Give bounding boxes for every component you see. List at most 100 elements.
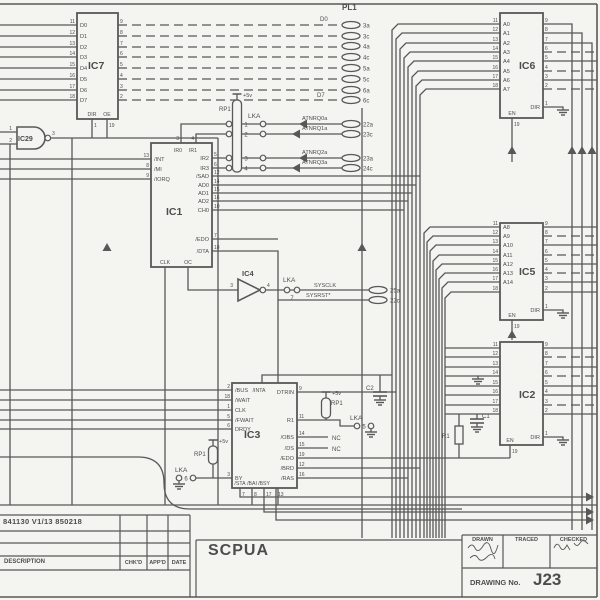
pad-number: 22a xyxy=(363,123,374,129)
pin-number: 15 xyxy=(214,187,220,193)
pin-label: /INTA xyxy=(253,388,266,394)
frame-outline xyxy=(0,456,462,510)
pin-label: A2 xyxy=(503,41,510,47)
wire xyxy=(438,272,500,538)
pin-number: 1 xyxy=(545,431,548,437)
pin-number: 3 xyxy=(176,136,179,142)
pin-number: 17 xyxy=(492,74,498,80)
pin-number: 14 xyxy=(492,46,498,52)
jumper-number: 5 xyxy=(362,425,366,431)
bus-arrow-icon xyxy=(357,243,367,251)
wire xyxy=(275,488,590,521)
bus-arrow-icon xyxy=(577,146,587,154)
pin-label: A9 xyxy=(503,234,510,240)
pin-number: 4 xyxy=(191,136,194,142)
pin-number: 13 xyxy=(492,37,498,43)
pad-number: 22c xyxy=(390,299,400,305)
pin-number: 1 xyxy=(227,404,230,410)
jumper-number: 2 xyxy=(244,133,248,139)
pin-number: 16 xyxy=(492,267,498,273)
jumper-pin xyxy=(225,164,233,172)
pin-number: 5 xyxy=(545,258,548,264)
pin-number: 6 xyxy=(545,46,548,52)
jumper-pin xyxy=(353,422,361,430)
pin-label: D7 xyxy=(80,98,87,104)
pin-label: A8 xyxy=(503,225,510,231)
pin-label: A7 xyxy=(503,87,510,93)
pin-number: 5 xyxy=(545,380,548,386)
pin-number: 6 xyxy=(214,162,217,168)
pad-number: 3c xyxy=(363,35,369,41)
pin-label: AD1 xyxy=(198,191,209,197)
pin-number: 14 xyxy=(492,370,498,376)
connector-pad xyxy=(341,52,361,62)
description-header: DESCRIPTION xyxy=(4,559,46,565)
connector-pad xyxy=(341,41,361,51)
jumper-pin xyxy=(225,120,233,128)
pin-number: 12 xyxy=(492,230,498,236)
wire xyxy=(407,60,500,538)
pin-label: /OBS xyxy=(281,435,295,441)
bus-arrow-icon xyxy=(292,129,300,139)
power-label: +5v xyxy=(219,439,228,445)
pin-label: /INT xyxy=(154,157,165,163)
pin-number: 18 xyxy=(492,286,498,292)
pin-number: 8 xyxy=(120,30,123,36)
pin-label: /BUS xyxy=(235,388,248,394)
gate-label: IC4 xyxy=(242,269,255,278)
pin-number: 19 xyxy=(514,324,520,330)
pin-number: 12 xyxy=(214,170,220,176)
pin-number: 8 xyxy=(545,351,548,357)
pin-number: 3 xyxy=(120,84,123,90)
wire xyxy=(444,291,500,538)
power-label: +5v xyxy=(243,93,252,99)
pin-label: A11 xyxy=(503,253,513,259)
pin-label: /EDO xyxy=(195,237,209,243)
pad-number: 24c xyxy=(363,167,373,173)
pin-label: BY xyxy=(235,476,243,482)
sheet-title: SCPUA xyxy=(208,542,270,559)
pin-number: 4 xyxy=(545,389,548,395)
jumper-pin xyxy=(189,474,197,482)
pad-number: 6c xyxy=(363,99,369,105)
connector-pad xyxy=(341,153,361,163)
bus-arrow-icon xyxy=(567,146,577,154)
net-label: LKA xyxy=(248,113,261,120)
pin-number: 6 xyxy=(227,423,230,429)
pin-number: 6 xyxy=(545,370,548,376)
bus-arrow-icon xyxy=(586,515,594,525)
bus-arrow-icon xyxy=(299,153,307,163)
pad-number: 25a xyxy=(390,289,401,295)
net-label: PL1 xyxy=(342,3,357,12)
ic-ic1-label: IC1 xyxy=(166,206,183,218)
pin-label: D4 xyxy=(80,66,87,72)
wire xyxy=(239,488,590,498)
pin-number: 17 xyxy=(69,84,75,90)
net-label: ATNRQ1a xyxy=(302,126,328,132)
net-label: LKA xyxy=(350,415,363,422)
wire xyxy=(297,419,354,427)
traced-label: TRACED xyxy=(515,537,538,543)
pad-number: 23c xyxy=(363,133,373,139)
wire xyxy=(429,244,500,538)
pin-number: 7 xyxy=(545,37,548,43)
pin-label: CLK xyxy=(235,408,246,414)
pin-label: DIR xyxy=(88,112,97,118)
pin-label: DTRIN xyxy=(277,390,294,396)
ic-ic7-label: IC7 xyxy=(88,60,105,72)
wire xyxy=(543,42,593,530)
pin-number: 9 xyxy=(545,18,548,24)
pin-label: OE xyxy=(103,112,111,118)
net-label: R1 xyxy=(442,434,450,440)
revision-text: 841130 V1/13 850218 xyxy=(3,517,83,526)
pin-number: 3 xyxy=(52,131,55,137)
pin-label: /BSY xyxy=(258,481,270,487)
pin-number: 15 xyxy=(492,258,498,264)
jumper-number: 1 xyxy=(244,123,248,129)
pin-label: CH0 xyxy=(198,208,209,214)
pin-number: 8 xyxy=(146,163,149,169)
pin-label: /IORQ xyxy=(154,177,170,183)
pin-number: 15 xyxy=(492,55,498,61)
